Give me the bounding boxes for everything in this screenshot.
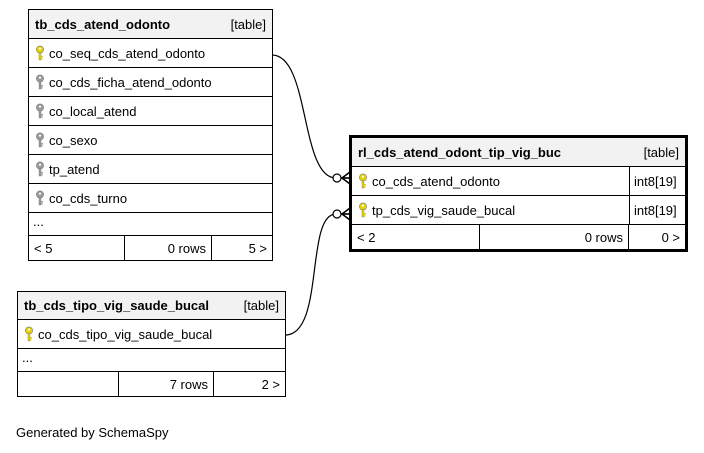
table-header: tb_cds_tipo_vig_saude_bucal [table] (18, 292, 285, 320)
column-type: int8[19] (629, 196, 685, 224)
column-name: co_cds_tipo_vig_saude_bucal (38, 326, 213, 342)
ellipsis-row: ... (18, 349, 285, 372)
table-name: tb_cds_tipo_vig_saude_bucal (24, 298, 209, 313)
column-name: co_seq_cds_atend_odonto (49, 45, 206, 61)
column-row[interactable]: co_cds_atend_odonto int8[19] (352, 167, 685, 196)
table-footer: < 5 0 rows 5 > (29, 236, 272, 260)
table-name: tb_cds_atend_odonto (35, 16, 171, 32)
table-type: [table] (243, 298, 279, 313)
key-icon (35, 132, 45, 148)
relationship-crowfoot (341, 171, 351, 185)
column-row[interactable]: co_sexo (29, 126, 272, 155)
column-name: co_cds_ficha_atend_odonto (49, 74, 212, 90)
table-tb-cds-atend-odonto[interactable]: tb_cds_atend_odonto [table] co_seq_cds_a… (28, 9, 273, 261)
footer-parents (18, 372, 118, 396)
footer-children: 0 > (628, 225, 685, 249)
table-type: [table] (643, 144, 679, 160)
table-rl-cds-atend-odont-tip-vig-buc[interactable]: rl_cds_atend_odont_tip_vig_buc [table] c… (349, 135, 688, 252)
primary-key-icon (358, 173, 368, 189)
relationship-line-atend-odonto (271, 54, 350, 179)
table-type: [table] (230, 16, 266, 32)
key-icon (35, 74, 45, 90)
footer-row-count: 0 rows (124, 236, 211, 260)
column-row[interactable]: tp_cds_vig_saude_bucal int8[19] (352, 196, 685, 225)
column-name: co_local_atend (49, 103, 137, 119)
primary-key-icon (358, 202, 368, 218)
footer-row-count: 7 rows (118, 372, 213, 396)
column-row[interactable]: co_cds_turno (29, 184, 272, 213)
column-row[interactable]: co_cds_tipo_vig_saude_bucal (18, 320, 285, 349)
key-icon (35, 161, 45, 177)
column-row[interactable]: co_local_atend (29, 97, 272, 126)
table-footer: 7 rows 2 > (18, 372, 285, 396)
footer-children: 2 > (213, 372, 285, 396)
footer-parents: < 2 (357, 229, 376, 245)
primary-key-icon (24, 326, 34, 342)
footer-children: 5 > (211, 236, 272, 260)
relationship-optional-marker (332, 173, 342, 183)
table-header: rl_cds_atend_odont_tip_vig_buc [table] (352, 138, 685, 167)
relationship-optional-marker (332, 209, 342, 219)
column-name: co_cds_atend_odonto (372, 173, 500, 189)
relationship-line-tipo-vig (284, 213, 350, 336)
column-row[interactable]: co_cds_ficha_atend_odonto (29, 68, 272, 97)
column-name: tp_atend (49, 161, 100, 177)
key-icon (35, 190, 45, 206)
primary-key-icon (35, 45, 45, 61)
footer-row-count: 0 rows (479, 225, 628, 249)
column-row[interactable]: co_seq_cds_atend_odonto (29, 39, 272, 68)
column-row[interactable]: tp_atend (29, 155, 272, 184)
ellipsis-row: ... (29, 213, 272, 236)
column-name: tp_cds_vig_saude_bucal (372, 202, 516, 218)
relationship-crowfoot (341, 207, 351, 221)
footer-parents: < 5 (34, 240, 53, 256)
column-name: co_cds_turno (49, 190, 128, 206)
column-type: int8[19] (629, 167, 685, 195)
key-icon (35, 103, 45, 119)
table-name: rl_cds_atend_odont_tip_vig_buc (358, 144, 561, 160)
table-tb-cds-tipo-vig-saude-bucal[interactable]: tb_cds_tipo_vig_saude_bucal [table] co_c… (17, 291, 286, 397)
column-name: co_sexo (49, 132, 98, 148)
table-footer: < 2 0 rows 0 > (352, 225, 685, 249)
table-header: tb_cds_atend_odonto [table] (29, 10, 272, 39)
caption: Generated by SchemaSpy (16, 425, 169, 440)
